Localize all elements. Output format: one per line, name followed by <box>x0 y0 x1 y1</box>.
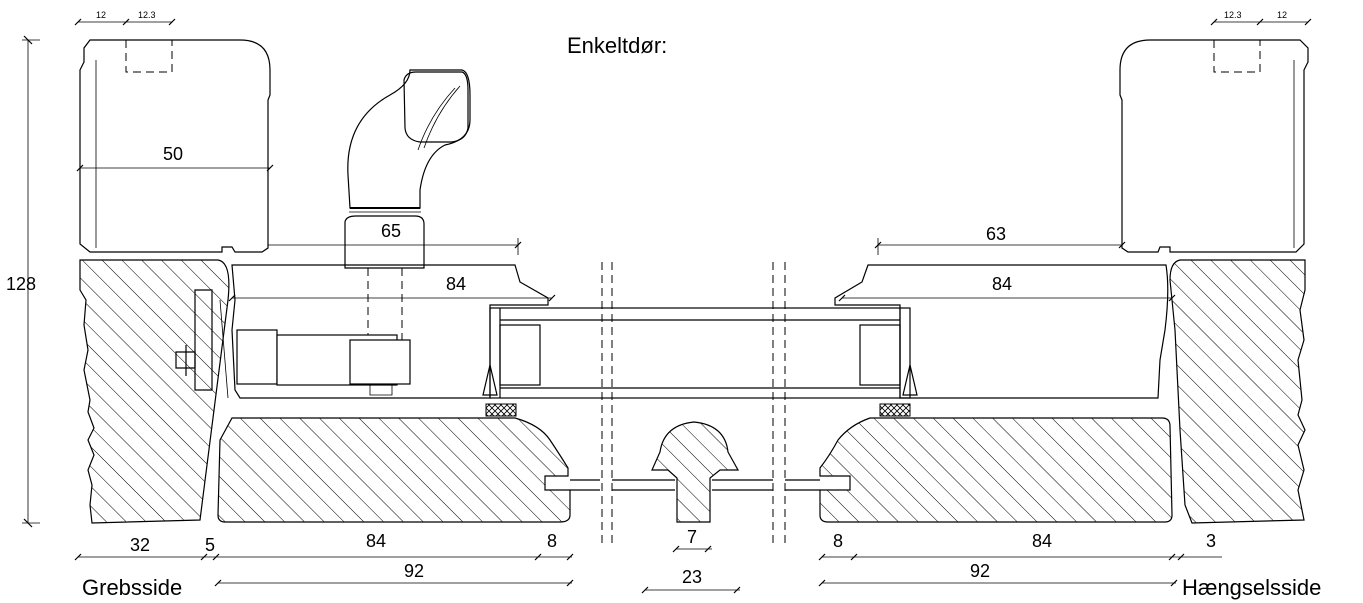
dim-right-distance: 63 <box>986 224 1006 244</box>
dim-bottom-left-frame: 32 <box>130 535 150 555</box>
diagram-title: Enkeltdør: <box>567 33 667 58</box>
dim-bottom-right-sash: 84 <box>1032 531 1052 551</box>
dim-left-frame-width: 50 <box>163 144 183 164</box>
right-wall-section <box>1169 259 1306 524</box>
door-handle <box>344 69 471 345</box>
glazing-panel <box>482 307 918 417</box>
dim-right-inner: 84 <box>992 274 1012 294</box>
dim-center-slot: 7 <box>687 527 697 547</box>
break-lines <box>601 262 786 548</box>
dim-bottom-right-total: 92 <box>970 561 990 581</box>
dim-bottom-right-edge: 8 <box>833 531 843 551</box>
dim-bottom-gap-left: 5 <box>205 535 215 555</box>
dim-bottom-left-edge: 8 <box>547 531 557 551</box>
dim-center-width: 23 <box>682 567 702 587</box>
dim-handle-distance: 65 <box>381 221 401 241</box>
left-wall-section <box>79 259 230 524</box>
left-sash-section <box>217 417 571 523</box>
right-sash-section <box>819 417 1173 523</box>
dim-top-left-a: 12 <box>96 10 106 20</box>
dim-bottom-left-sash: 84 <box>366 531 386 551</box>
right-side-label: Hængselsside <box>1182 575 1321 600</box>
dim-top-left-b: 12.3 <box>138 10 156 20</box>
right-door-leaf <box>834 264 1169 399</box>
dim-bottom-left-total: 92 <box>404 561 424 581</box>
dimension-lines <box>22 18 1312 594</box>
dim-bottom-gap-right: 3 <box>1206 531 1216 551</box>
dim-top-right-b: 12 <box>1277 10 1287 20</box>
center-mullion-section <box>651 421 740 523</box>
left-side-label: Grebsside <box>82 575 182 600</box>
dim-height: 128 <box>6 274 36 294</box>
left-casing <box>79 39 271 253</box>
left-door-leaf <box>175 264 549 399</box>
right-casing <box>1119 39 1309 253</box>
dim-left-inner: 84 <box>446 274 466 294</box>
slot-rails <box>570 479 820 491</box>
dim-top-right-a: 12.3 <box>1224 10 1242 20</box>
